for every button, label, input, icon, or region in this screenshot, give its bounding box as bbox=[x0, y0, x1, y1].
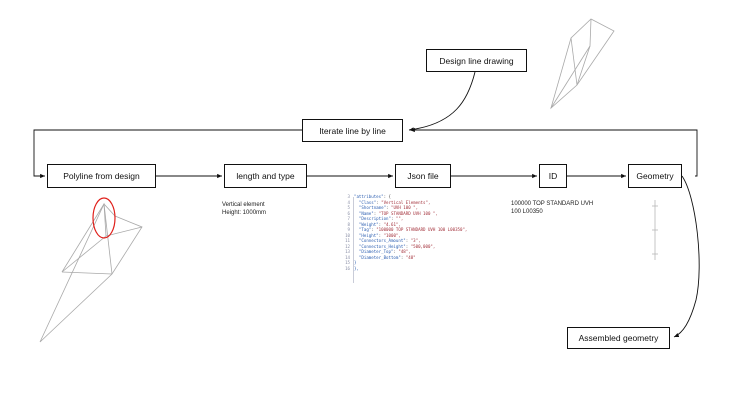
code-line-number: 6 bbox=[347, 210, 350, 216]
code-line: "Shortname": "UVH 100 ", bbox=[354, 205, 467, 211]
code-lines: "attributes": { "Class": "Vertical Eleme… bbox=[354, 194, 467, 271]
loop-left bbox=[33, 129, 302, 179]
node-json-file: Json file bbox=[395, 164, 451, 188]
code-line-number: 10 bbox=[345, 232, 350, 238]
code-key: "Shortname" bbox=[354, 205, 387, 210]
code-key: "Tag" bbox=[354, 227, 372, 232]
code-line-number: 11 bbox=[345, 238, 350, 243]
code-line-number: 3 bbox=[347, 194, 350, 199]
node-geometry: Geometry bbox=[628, 164, 682, 188]
code-key: "Diameter_Top" bbox=[354, 249, 394, 254]
code-key: "Connectors_Amount" bbox=[354, 238, 406, 243]
code-separator: : bbox=[405, 243, 411, 249]
code-value: "UVH 100 ", bbox=[390, 205, 419, 210]
code-line: "Name": "TOP STANDARD UVH 100 ", bbox=[354, 211, 467, 217]
code-separator: : bbox=[393, 249, 399, 254]
code-key: "Class" bbox=[354, 199, 377, 205]
code-key: "Diameter_Bottom" bbox=[354, 254, 401, 260]
code-separator: : bbox=[373, 210, 379, 216]
node-polyline-from-design: Polyline from design bbox=[47, 164, 156, 188]
code-separator: : bbox=[405, 238, 411, 243]
node-assembled-geometry: Assembled geometry bbox=[567, 327, 670, 349]
code-separator: : bbox=[400, 254, 406, 260]
code-value: "100000 TOP STANDARD UVH 100 L00350", bbox=[376, 227, 468, 232]
code-line: }, bbox=[354, 266, 467, 272]
code-separator: : bbox=[390, 216, 396, 221]
code-fold-rail bbox=[353, 197, 354, 283]
code-line-number: 15 bbox=[345, 260, 350, 265]
code-line: "Diameter_Top": "48", bbox=[354, 249, 467, 255]
code-key: "Weight" bbox=[354, 221, 379, 227]
code-key: "Connectors_Height" bbox=[354, 243, 406, 249]
code-value: "48" bbox=[405, 254, 416, 260]
code-line-number: 7 bbox=[347, 216, 350, 221]
loop-right bbox=[410, 127, 698, 177]
code-key: "Name" bbox=[354, 210, 374, 216]
code-value: "48", bbox=[398, 249, 411, 254]
code-line: "Connectors_Amount": "3", bbox=[354, 238, 467, 244]
code-line: "Class": "Vertical Elements", bbox=[354, 200, 467, 206]
note-id-detail: 100000 TOP STANDARD UVH 100 L00350 bbox=[511, 201, 594, 215]
code-value: "Vertical Elements", bbox=[381, 199, 431, 205]
code-value: "500,000", bbox=[410, 243, 436, 249]
code-key: "Height" bbox=[354, 232, 379, 238]
code-line-number: 14 bbox=[345, 254, 350, 260]
code-line-number: 13 bbox=[345, 249, 350, 254]
code-line: "Connectors_Height": "500,000", bbox=[354, 244, 467, 250]
code-line: "Description": "", bbox=[354, 216, 467, 222]
code-key: "Description" bbox=[354, 216, 391, 221]
code-separator: : bbox=[378, 232, 384, 238]
code-separator: : { bbox=[383, 194, 391, 199]
code-key: } bbox=[354, 260, 357, 265]
code-line-number: 12 bbox=[345, 243, 350, 249]
code-separator: : bbox=[376, 199, 382, 205]
code-separator: : bbox=[378, 221, 384, 227]
code-separator: : bbox=[371, 227, 377, 232]
code-value: "3", bbox=[410, 238, 421, 243]
code-line-number: 9 bbox=[347, 227, 350, 232]
code-separator: : bbox=[386, 205, 391, 210]
code-line-number: 5 bbox=[347, 205, 350, 210]
code-line: } bbox=[354, 260, 467, 266]
code-line: "Diameter_Bottom": "48" bbox=[354, 255, 467, 261]
code-value: "TOP STANDARD UVH 100 ", bbox=[378, 210, 438, 216]
code-line: "Weight": "4.61", bbox=[354, 222, 467, 228]
code-key: }, bbox=[354, 265, 359, 271]
code-line-number: 16 bbox=[345, 265, 350, 271]
code-value: "4.61", bbox=[383, 221, 401, 227]
sketch-vertical-element bbox=[652, 200, 658, 260]
code-line-number: 8 bbox=[347, 221, 350, 227]
arrow-design-to-iterate bbox=[408, 71, 476, 132]
node-length-and-type: length and type bbox=[224, 164, 307, 188]
node-id: ID bbox=[539, 164, 567, 188]
node-iterate-line-by-line: Iterate line by line bbox=[302, 119, 403, 142]
code-line-number: 4 bbox=[347, 199, 350, 205]
arrow-geometry-to-assembled bbox=[673, 175, 700, 338]
note-length-type-detail: Vertical element Height: 1000mm bbox=[222, 202, 267, 216]
code-value: "", bbox=[395, 216, 404, 221]
sketch-wireframe-bottom bbox=[39, 202, 143, 343]
node-design-line-drawing: Design line drawing bbox=[426, 49, 527, 72]
code-line: "attributes": { bbox=[354, 194, 467, 200]
code-line: "Height": "1000", bbox=[354, 233, 467, 239]
code-line: "Tag": "100000 TOP STANDARD UVH 100 L003… bbox=[354, 227, 467, 233]
code-value: "1000", bbox=[383, 232, 401, 238]
sketch-wireframe-top bbox=[550, 18, 615, 110]
code-key: "attributes" bbox=[354, 194, 384, 199]
highlight-circle bbox=[92, 197, 116, 239]
